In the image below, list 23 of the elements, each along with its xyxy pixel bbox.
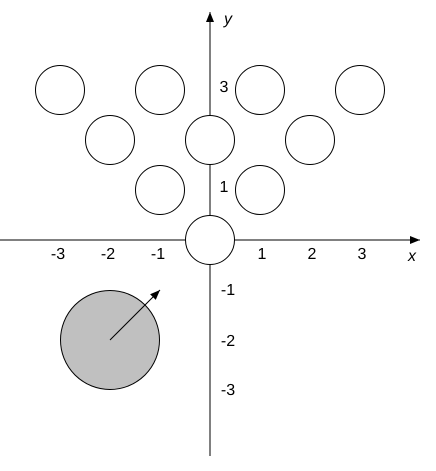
circle xyxy=(335,65,385,115)
axis-label: y xyxy=(224,11,232,29)
tick-label: 1 xyxy=(220,179,228,197)
tick-label: 2 xyxy=(308,246,316,264)
axis-label: x xyxy=(408,248,416,266)
circle xyxy=(185,115,235,165)
tick-label: -2 xyxy=(100,246,116,264)
circle xyxy=(285,115,335,165)
tick-label: -2 xyxy=(220,333,236,351)
circle xyxy=(135,65,185,115)
tick-label: 3 xyxy=(220,79,228,97)
circle xyxy=(85,115,135,165)
circle xyxy=(235,65,285,115)
circle xyxy=(235,165,285,215)
tick-label: 1 xyxy=(258,246,266,264)
circle xyxy=(135,165,185,215)
circle xyxy=(185,215,235,265)
tick-label: 3 xyxy=(358,246,366,264)
circle xyxy=(35,65,85,115)
tick-label: -3 xyxy=(50,246,66,264)
tick-label: -3 xyxy=(220,382,236,400)
tick-label: -1 xyxy=(150,246,166,264)
tick-label: -1 xyxy=(220,282,236,300)
